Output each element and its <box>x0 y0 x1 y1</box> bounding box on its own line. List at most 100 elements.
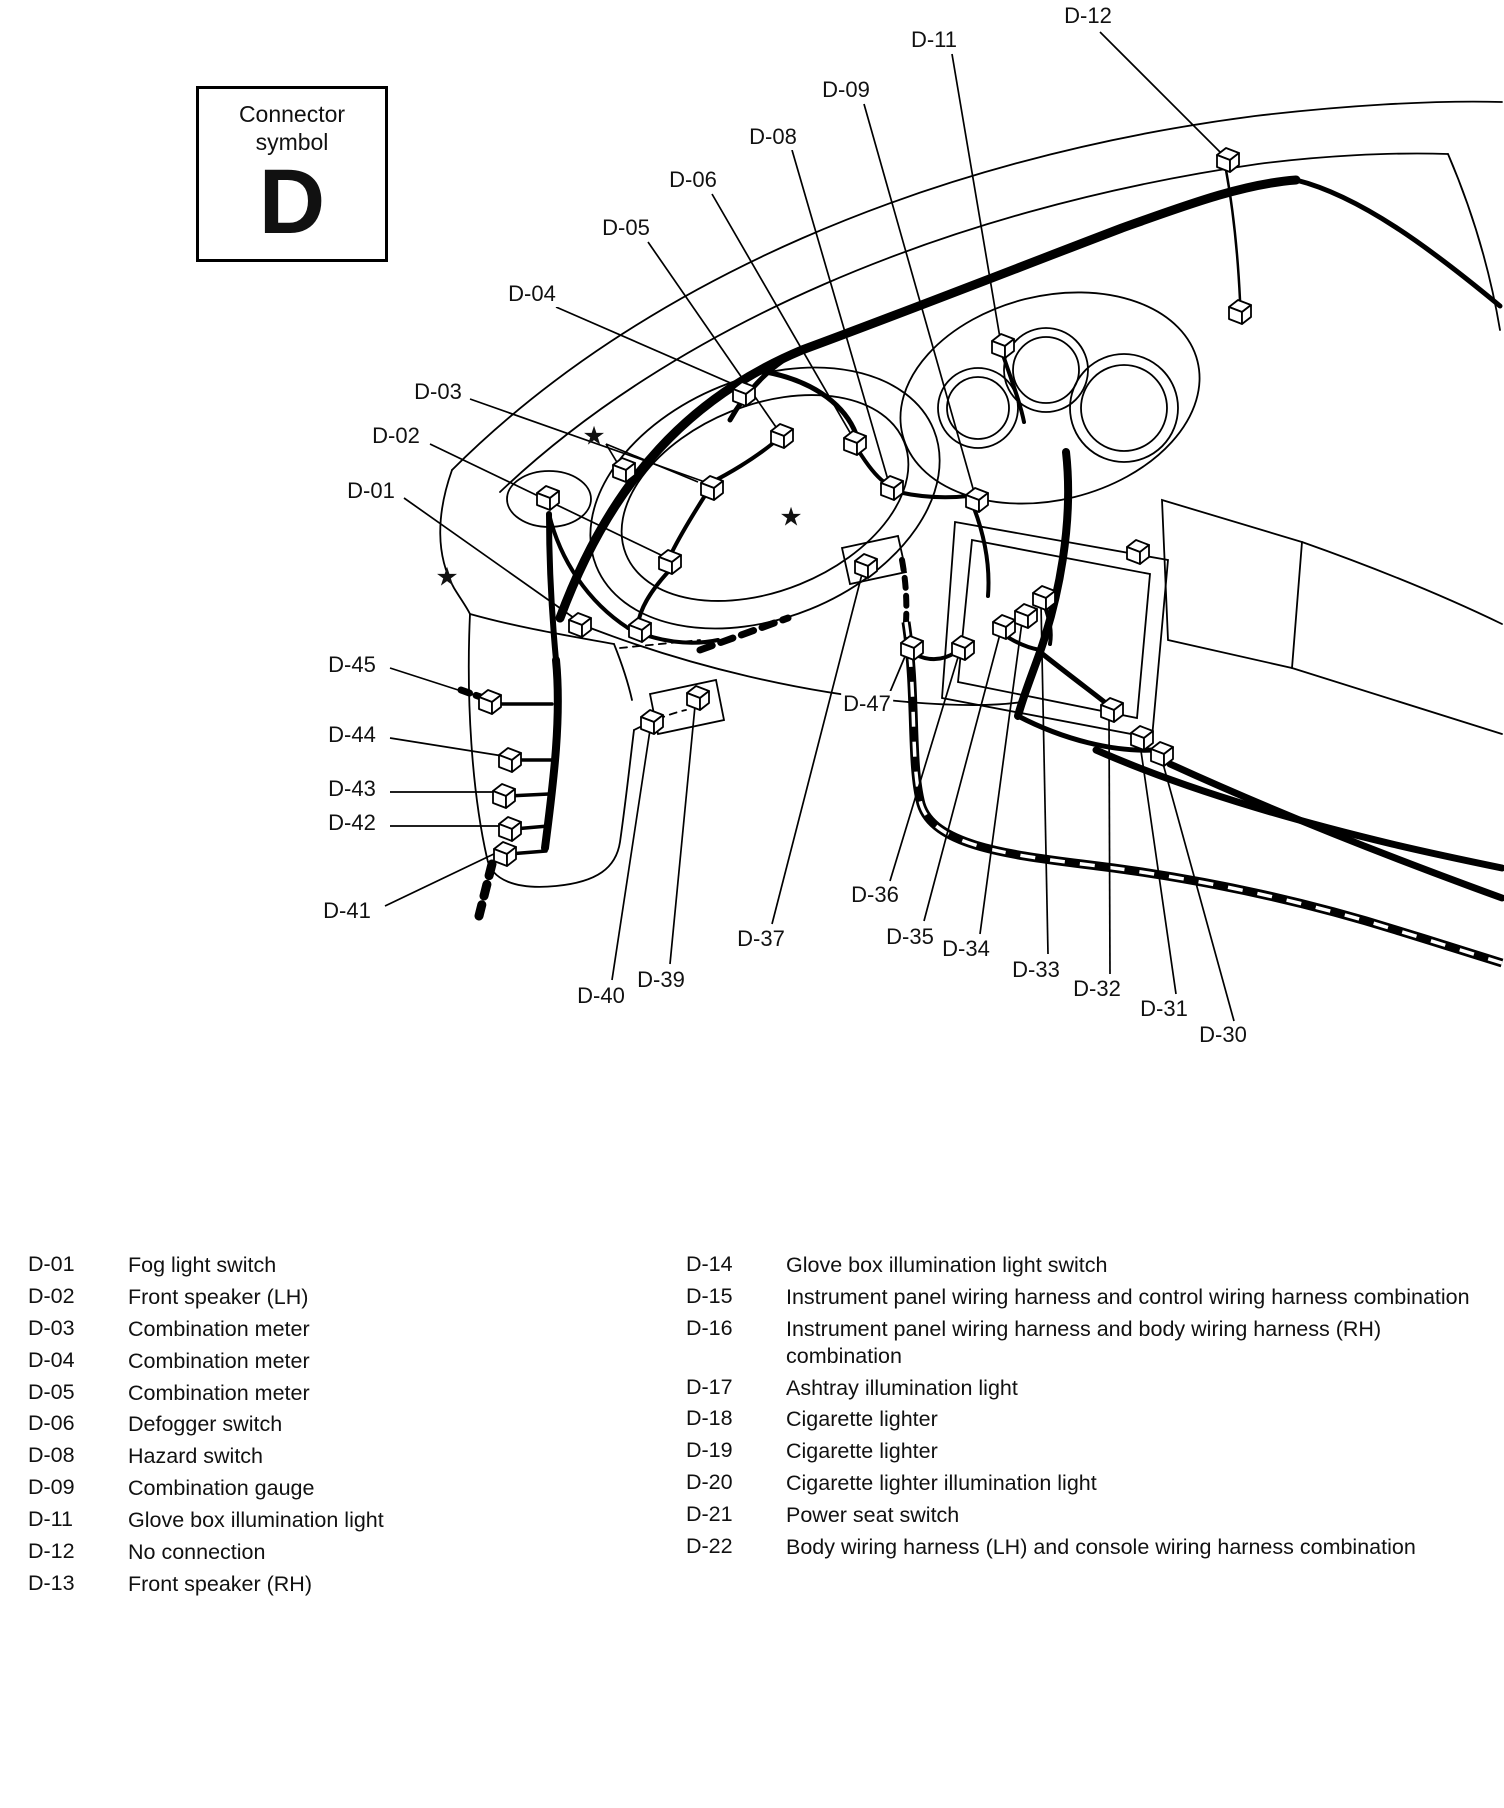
connector-d-44 <box>498 747 522 773</box>
legend-code: D-06 <box>28 1411 75 1436</box>
legend-row: D-06 Defogger switch <box>28 1411 648 1438</box>
leader-lines <box>384 31 1235 1022</box>
legend-code: D-20 <box>686 1470 733 1495</box>
connector-d-40 <box>640 709 664 735</box>
label-d-40: D-40 <box>575 983 627 1009</box>
legend-desc: Combination meter <box>128 1316 310 1341</box>
label-d-11: D-11 <box>908 27 960 53</box>
legend-code: D-17 <box>686 1374 733 1399</box>
connector-d-45 <box>478 689 502 715</box>
label-d-43: D-43 <box>326 776 378 802</box>
connector-d-41 <box>493 841 517 867</box>
legend-row: D-17 Ashtray illumination light <box>686 1375 1486 1402</box>
legend-code: D-11 <box>28 1507 74 1531</box>
label-d-05: D-05 <box>600 215 652 241</box>
legend-left-column: D-01 Fog light switch D-02 Front speaker… <box>28 1252 648 1603</box>
label-d-47: D-47 <box>841 691 893 717</box>
label-d-32: D-32 <box>1071 976 1123 1002</box>
legend-code: D-08 <box>28 1443 75 1468</box>
legend-code: D-15 <box>686 1283 733 1308</box>
connector-d-03 <box>700 475 724 501</box>
legend-desc: No connection <box>128 1539 266 1564</box>
connector-d-30 <box>1150 741 1174 767</box>
wiring-harness <box>457 168 1504 921</box>
legend-code: D-12 <box>28 1538 75 1563</box>
legend-row: D-03 Combination meter <box>28 1316 648 1343</box>
label-d-09: D-09 <box>820 77 872 103</box>
label-d-39: D-39 <box>635 967 687 993</box>
star-icon: ★ <box>435 561 459 592</box>
connector-d-11 <box>991 333 1015 359</box>
label-d-02: D-02 <box>370 423 422 449</box>
legend-row: D-01 Fog light switch <box>28 1252 648 1279</box>
legend-code: D-16 <box>686 1315 733 1340</box>
connector-d-37 <box>854 553 878 579</box>
label-d-03: D-03 <box>412 379 464 405</box>
instrument-panel-diagram <box>384 31 1504 1022</box>
label-d-04: D-04 <box>506 281 558 307</box>
legend-desc: Glove box illumination light switch <box>786 1253 1108 1277</box>
label-d-45: D-45 <box>326 652 378 678</box>
legend-code: D-02 <box>28 1283 75 1308</box>
legend-row: D-12 No connection <box>28 1539 648 1566</box>
connector-d-08 <box>880 475 904 501</box>
legend-row: D-20 Cigarette lighter illumination ligh… <box>686 1470 1486 1497</box>
label-d-37: D-37 <box>735 926 787 952</box>
legend-code: D-21 <box>686 1502 733 1526</box>
label-d-06: D-06 <box>667 167 719 193</box>
connector-d-32 <box>1100 697 1124 723</box>
label-d-36: D-36 <box>849 882 901 908</box>
legend-code: D-04 <box>28 1347 75 1372</box>
connector-d-39 <box>686 685 710 711</box>
legend-desc: Ashtray illumination light <box>786 1375 1018 1400</box>
legend-code: D-01 <box>28 1252 75 1276</box>
connector-d-36 <box>951 635 975 661</box>
legend-desc: Cigarette lighter <box>786 1407 938 1432</box>
dashboard-outline <box>439 100 1503 888</box>
connector-symbol-box: Connector symbol D <box>196 86 388 262</box>
connector-d-35 <box>992 614 1016 640</box>
star-icon: ★ <box>582 420 606 451</box>
star-icon: ★ <box>779 501 803 532</box>
legend-desc: Fog light switch <box>128 1253 277 1277</box>
legend-desc: Front speaker (RH) <box>128 1571 312 1596</box>
legend-row: D-16 Instrument panel wiring harness and… <box>686 1316 1486 1370</box>
connector-d-34 <box>1014 603 1038 629</box>
connector-right-upper <box>1126 539 1150 565</box>
legend-row: D-08 Hazard switch <box>28 1443 648 1470</box>
connector-d-42 <box>498 816 522 842</box>
connector-d-02 <box>658 549 682 575</box>
connector-symbol-title: Connector symbol <box>238 101 346 155</box>
label-d-31: D-31 <box>1138 996 1190 1022</box>
legend-code: D-14 <box>686 1252 733 1276</box>
legend-row: D-11 Glove box illumination light <box>28 1507 648 1534</box>
legend-right-column: D-14 Glove box illumination light switch… <box>686 1252 1486 1566</box>
legend-desc: Combination meter <box>128 1380 310 1405</box>
legend-desc: Glove box illumination light <box>128 1508 384 1532</box>
legend-desc: Cigarette lighter <box>786 1439 938 1464</box>
legend-code: D-03 <box>28 1315 75 1340</box>
connector-top-right <box>1228 299 1252 325</box>
legend-row: D-14 Glove box illumination light switch <box>686 1252 1486 1279</box>
legend-row: D-09 Combination gauge <box>28 1475 648 1502</box>
legend-desc: Combination gauge <box>128 1476 315 1501</box>
legend-row: D-22 Body wiring harness (LH) and consol… <box>686 1534 1486 1561</box>
legend-code: D-18 <box>686 1406 733 1431</box>
connector-d-33 <box>1032 585 1056 611</box>
legend-desc: Defogger switch <box>128 1412 283 1437</box>
connector-d-09 <box>965 487 989 513</box>
legend-code: D-05 <box>28 1379 75 1404</box>
legend-desc: Power seat switch <box>786 1503 960 1527</box>
label-d-33: D-33 <box>1010 957 1062 983</box>
legend-desc: Instrument panel wiring harness and cont… <box>786 1284 1470 1309</box>
label-d-42: D-42 <box>326 810 378 836</box>
connector-d-04 <box>732 381 756 407</box>
legend-row: D-13 Front speaker (RH) <box>28 1571 648 1598</box>
legend-desc: Combination meter <box>128 1348 310 1373</box>
connector-d-31 <box>1130 725 1154 751</box>
legend-row: D-21 Power seat switch <box>686 1502 1486 1529</box>
label-d-34: D-34 <box>940 936 992 962</box>
label-d-12: D-12 <box>1062 3 1114 29</box>
label-d-44: D-44 <box>326 722 378 748</box>
connector-lower-cluster <box>628 617 652 643</box>
